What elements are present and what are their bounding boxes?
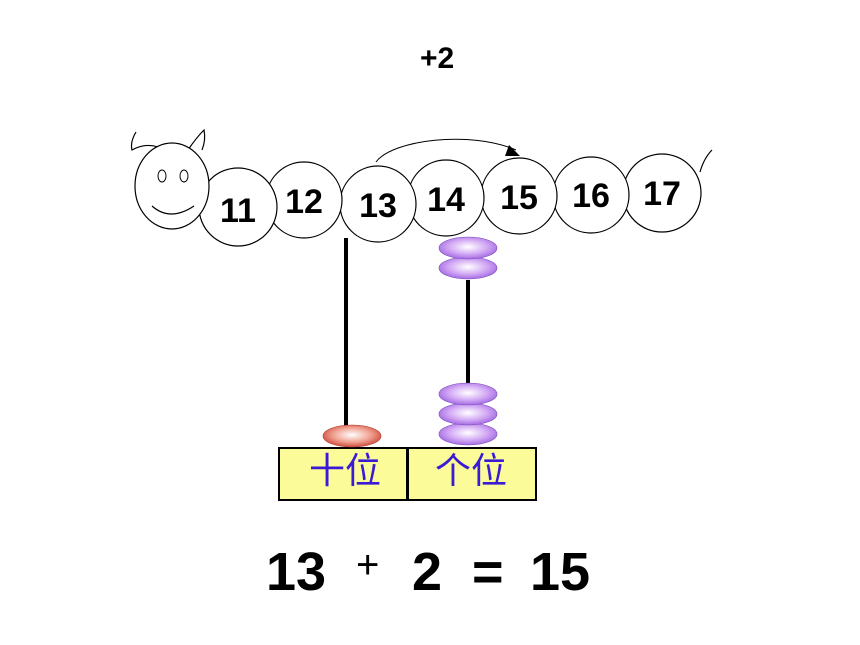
tail — [699, 149, 713, 173]
tens-beads — [322, 424, 382, 448]
equation-left: 13 — [266, 542, 327, 602]
equation-result: 15 — [530, 542, 591, 602]
ones-bead — [438, 236, 498, 260]
caterpillar-number: 17 — [643, 175, 681, 213]
ones-box — [407, 447, 537, 501]
step-label: +2 — [420, 42, 455, 75]
caterpillar-number: 14 — [427, 181, 465, 219]
caterpillar-number: 11 — [220, 192, 256, 230]
ones-bead — [438, 402, 498, 426]
ones-place-label: 个位 — [434, 451, 507, 492]
equation-equals: = — [472, 542, 504, 602]
caterpillar-head — [134, 142, 210, 230]
tens-place-label: 十位 — [308, 451, 381, 492]
right-eye — [179, 169, 189, 183]
ones-beads — [438, 236, 498, 446]
ones-bead — [438, 422, 498, 446]
caterpillar-number: 16 — [572, 177, 610, 215]
ones-bead — [438, 382, 498, 406]
caterpillar-number: 13 — [359, 187, 397, 225]
caterpillar-number: 12 — [285, 183, 323, 221]
hop-arrowhead — [505, 145, 520, 156]
equation-right: 2 — [412, 542, 443, 602]
hop-arrow — [375, 138, 517, 163]
tens-bead — [322, 424, 382, 448]
left-eye — [157, 169, 167, 183]
equation-operator: + — [356, 543, 380, 587]
ones-bead — [438, 256, 498, 280]
caterpillar-number: 15 — [500, 179, 538, 217]
right-antenna — [187, 128, 206, 151]
smile — [151, 205, 195, 215]
